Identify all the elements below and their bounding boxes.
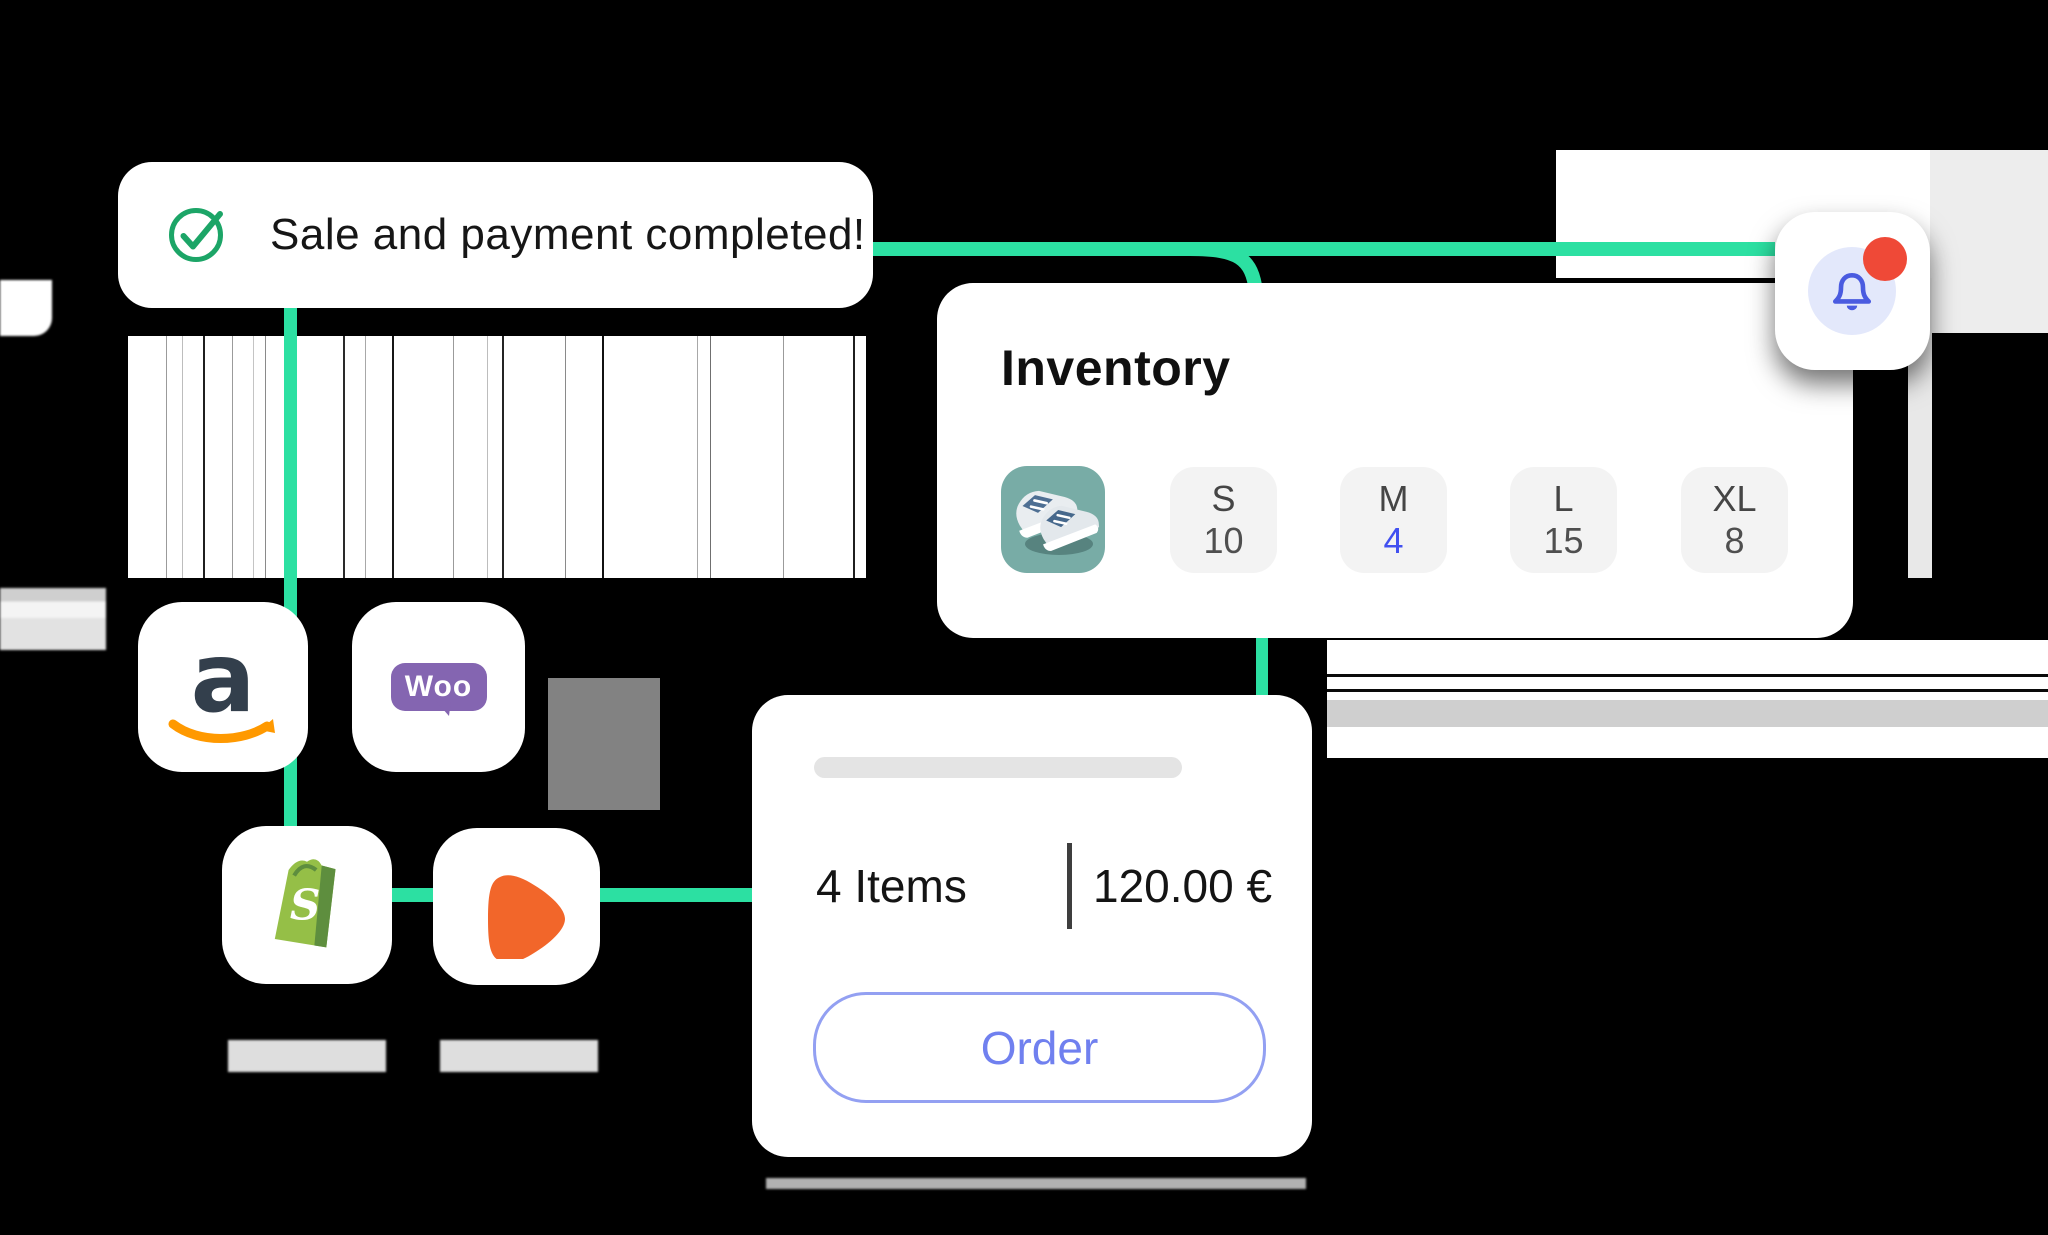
artifact-line: [232, 336, 233, 578]
artifact-line: [265, 336, 266, 578]
woo-wordmark: Woo: [404, 670, 473, 703]
zalando-tile[interactable]: [433, 828, 600, 985]
order-button[interactable]: Order: [813, 992, 1266, 1103]
artifact-line: [487, 336, 488, 578]
shopify-bag-icon: S: [274, 859, 336, 948]
inventory-title: Inventory: [1001, 340, 1231, 396]
size-label: XL: [1712, 478, 1757, 519]
background-artifact-stripes: [1327, 640, 2048, 758]
artifact-line: [697, 336, 698, 578]
artifact-line: [392, 336, 394, 578]
background-artifact: [228, 1040, 386, 1072]
woocommerce-tile[interactable]: Woo: [352, 602, 525, 772]
amazon-tile[interactable]: a: [138, 602, 308, 772]
size-qty: 4: [1383, 520, 1404, 561]
artifact-line: [1327, 674, 2048, 677]
artifact-line: [453, 336, 454, 578]
size-label: S: [1211, 478, 1236, 519]
size-qty: 10: [1203, 520, 1244, 561]
size-qty: 15: [1543, 520, 1584, 561]
vertical-divider: [1067, 843, 1072, 929]
size-label: M: [1378, 478, 1409, 519]
sale-completed-toast: Sale and payment completed!: [118, 162, 873, 308]
connector-toast-to-bell: [870, 242, 1775, 256]
artifact-line: [343, 336, 345, 578]
background-artifact: [440, 1040, 598, 1072]
inventory-card: Inventory S 10: [937, 283, 1853, 638]
artifact-line: [182, 336, 183, 578]
woocommerce-logo-icon: Woo: [390, 663, 487, 716]
order-summary-card: 4 Items 120.00 € Order: [752, 695, 1312, 1157]
order-totals-row: 4 Items 120.00 €: [752, 843, 1312, 929]
background-artifact: [1930, 150, 2048, 333]
connector-inventory-to-order: [1256, 636, 1268, 696]
bell-icon: [1832, 273, 1872, 311]
unread-badge-dot: [1863, 237, 1907, 281]
order-price: 120.00 €: [1093, 860, 1273, 912]
background-artifact: [548, 678, 660, 810]
artifact-line: [365, 336, 366, 578]
items-count: 4 Items: [816, 860, 967, 912]
size-chip-s[interactable]: S 10: [1170, 467, 1277, 573]
artifact-line: [253, 336, 254, 578]
connector-shopify-to-zalando: [388, 888, 438, 902]
check-circle-icon: [168, 206, 226, 264]
notification-bell-widget[interactable]: [1775, 212, 1930, 370]
connector-zalando-to-order: [598, 888, 754, 902]
background-artifact: [0, 588, 106, 650]
artifact-line: [853, 336, 855, 578]
size-qty: 8: [1724, 520, 1745, 561]
artifact-line: [1327, 689, 2048, 692]
size-chip-xl[interactable]: XL 8: [1681, 467, 1788, 573]
progress-placeholder-bar: [814, 757, 1182, 778]
size-label: L: [1553, 478, 1574, 519]
artifact-line: [565, 336, 566, 578]
background-artifact: [766, 1178, 1306, 1189]
artifact-line: [1327, 700, 2048, 727]
size-chip-l[interactable]: L 15: [1510, 467, 1617, 573]
sneakers-image: [1016, 490, 1100, 555]
artifact-line: [203, 336, 205, 578]
zalando-triangle-icon: [487, 874, 565, 959]
background-artifact: [0, 280, 52, 336]
artifact-line: [166, 336, 167, 578]
artifact-line: [502, 336, 504, 578]
shopify-tile[interactable]: S: [222, 826, 392, 984]
product-thumbnail: [1001, 466, 1105, 573]
artifact-line: [602, 336, 604, 578]
shopify-s-glyph: S: [290, 880, 321, 930]
artifact-line: [710, 336, 711, 578]
amazon-smile-icon: [168, 719, 275, 744]
background-artifact-scanline-panel: [128, 336, 866, 578]
toast-message: Sale and payment completed!: [270, 210, 866, 259]
size-chip-m[interactable]: M 4: [1340, 467, 1447, 573]
amazon-logo-icon: a: [190, 621, 256, 734]
artifact-line: [783, 336, 784, 578]
connector-branch-to-inventory: [1189, 242, 1263, 294]
